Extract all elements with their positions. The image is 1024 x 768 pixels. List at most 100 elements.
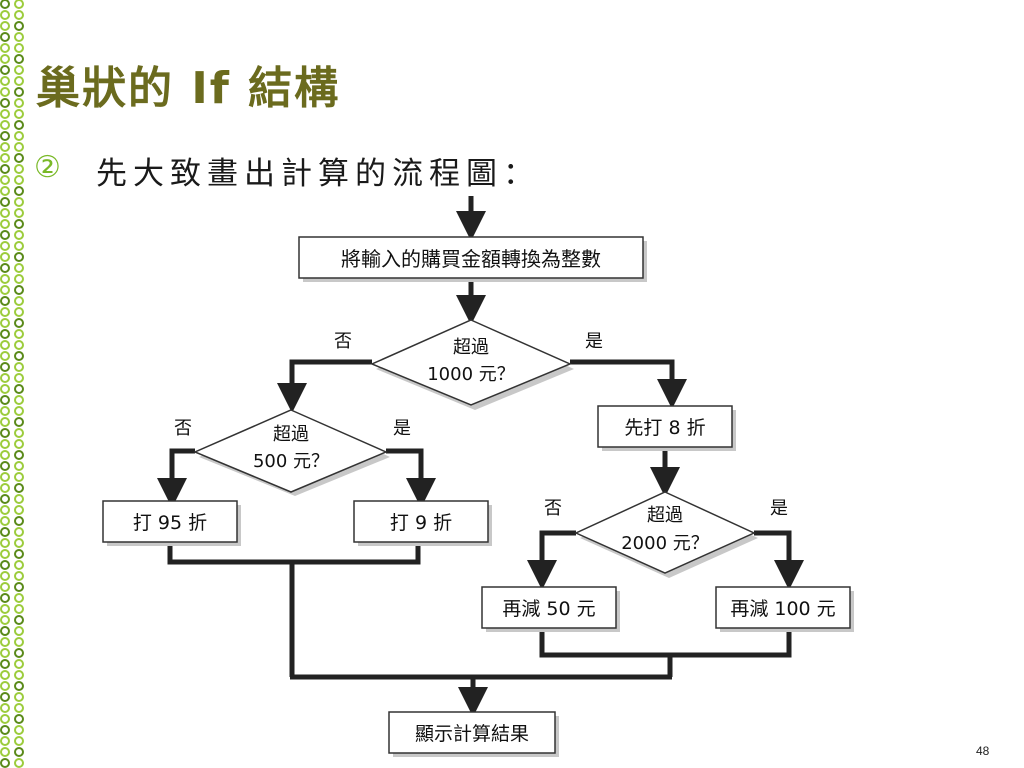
border-circle-icon [0,582,10,592]
border-circle-icon [14,439,24,449]
border-circle-icon [14,725,24,735]
start-process-label: 將輸入的購買金額轉換為整數 [341,247,601,271]
border-circle-icon [0,395,10,405]
border-circle-icon [0,219,10,229]
border-circle-icon [0,571,10,581]
border-circle-icon [14,241,24,251]
border-circle-icon [14,32,24,42]
border-circle-icon [14,0,24,9]
border-circle-icon [0,758,10,768]
border-circle-icon [14,87,24,97]
border-circle-icon [0,670,10,680]
decision-500-yes-label: 是 [393,418,411,439]
minus-50-label: 再減 50 元 [502,598,595,620]
border-circle-icon [0,274,10,284]
decision-2000-yes-label: 是 [770,498,788,519]
border-circle-icon [14,186,24,196]
border-circle-icon [14,65,24,75]
border-circle-icon [14,549,24,559]
border-circle-icon [0,87,10,97]
decision-2000: 超過 2000 元？ [574,491,758,578]
decision-500-line1: 超過 [273,424,309,445]
border-circle-icon [14,516,24,526]
border-circle-icon [0,637,10,647]
border-circle-icon [0,505,10,515]
discount-95-label: 打 95 折 [133,512,207,534]
border-circle-icon [0,659,10,669]
decision-500-no-label: 否 [174,418,192,439]
flow-connectors [157,196,804,717]
border-circle-icon [14,406,24,416]
border-circle-icon [0,428,10,438]
border-circle-icon [14,736,24,746]
border-circle-icon [0,43,10,53]
border-circle-icon [0,692,10,702]
border-circle-icon [14,76,24,86]
border-circle-icon [14,659,24,669]
border-circle-icon [14,318,24,328]
border-circle-icon [14,417,24,427]
decision-2000-line2: 2000 元？ [621,533,709,554]
decision-1000: 超過 1000 元？ [370,319,574,410]
border-circle-icon [0,230,10,240]
border-circle-icon [0,109,10,119]
page-number: 48 [976,744,990,758]
border-circle-icon [14,175,24,185]
border-circle-icon [0,241,10,251]
decision-1000-no-label: 否 [334,331,352,352]
border-circle-icon [0,384,10,394]
border-circle-icon [14,604,24,614]
border-circle-icon [0,76,10,86]
border-circle-icon [0,208,10,218]
discount-8-box: 先打 8 折 [597,405,736,451]
border-circle-icon [0,439,10,449]
border-circle-icon [14,219,24,229]
border-circle-icon [14,131,24,141]
border-circle-icon [14,505,24,515]
border-circle-icon [14,109,24,119]
border-circle-icon [0,362,10,372]
border-circle-icon [14,461,24,471]
border-circle-icon [0,516,10,526]
border-circle-icon [14,197,24,207]
border-circle-icon [0,736,10,746]
border-circle-icon [14,43,24,53]
border-circle-icon [14,274,24,284]
slide-subtitle: 先大致畫出計算的流程圖： [96,156,540,192]
result-label: 顯示計算結果 [415,723,529,745]
bullet-number-icon: ② [34,150,61,185]
border-circle-icon [14,714,24,724]
start-process-box: 將輸入的購買金額轉換為整數 [298,236,647,282]
decision-2000-line1: 超過 [647,505,683,526]
border-circle-icon [0,98,10,108]
decorative-border [0,0,24,768]
slide-title: 巢狀的 If 結構 [36,63,341,114]
border-circle-icon [0,461,10,471]
border-circle-icon [14,494,24,504]
border-circle-icon [0,450,10,460]
border-circle-icon [14,142,24,152]
border-circle-icon [14,10,24,20]
border-circle-icon [0,373,10,383]
border-circle-icon [14,450,24,460]
border-circle-icon [0,494,10,504]
border-circle-icon [14,571,24,581]
border-circle-icon [0,21,10,31]
border-circle-icon [14,582,24,592]
border-circle-icon [14,164,24,174]
border-circle-icon [14,472,24,482]
border-circle-icon [0,186,10,196]
border-circle-icon [0,615,10,625]
border-circle-icon [14,483,24,493]
border-circle-icon [0,54,10,64]
border-circle-icon [0,549,10,559]
border-circle-icon [14,758,24,768]
border-circle-icon [14,21,24,31]
border-circle-icon [14,395,24,405]
border-circle-icon [14,637,24,647]
border-circle-icon [14,527,24,537]
border-circle-icon [0,417,10,427]
border-circle-icon [0,351,10,361]
border-circle-icon [14,384,24,394]
border-circle-icon [0,10,10,20]
